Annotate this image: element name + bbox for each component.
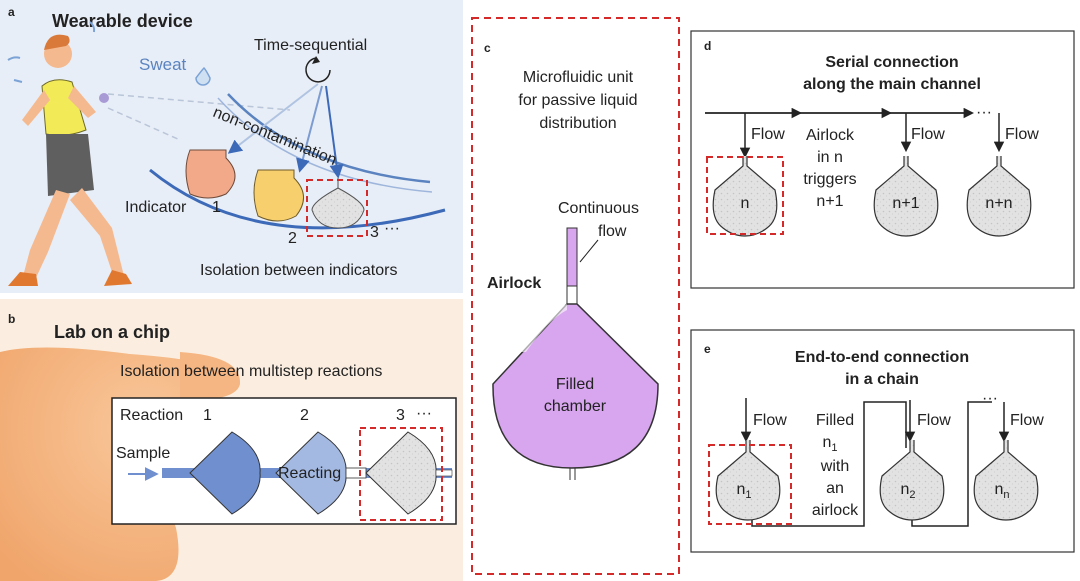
indicator-3-highlight: [306, 179, 368, 237]
time-arrow-1: [227, 83, 319, 154]
sweat-drop-icon: [195, 66, 211, 86]
panel-a: a Wearable device Sweat Tim: [0, 0, 463, 293]
flow-label-d3: Flow: [1005, 126, 1039, 143]
panel-d-frame: [690, 30, 1075, 289]
panel-e-title-line1: End-to-end connection: [795, 349, 969, 366]
chamber-d-n-plus-1: [873, 156, 939, 237]
airlock: [566, 285, 578, 305]
panel-c-title-line3: distribution: [539, 115, 616, 132]
chain-note-n: n1: [822, 434, 837, 454]
continuous-label: Continuous: [558, 200, 639, 217]
reacting-label: Reacting: [278, 465, 341, 482]
isolation-indicators-label: Isolation between indicators: [200, 262, 397, 279]
chamber-e-3-label: nn: [994, 481, 1009, 501]
chain-note-line4: an: [826, 480, 844, 497]
indicator-label: Indicator: [125, 199, 187, 216]
channel-arc-inner: [227, 93, 431, 184]
runner-illustration: [7, 21, 291, 286]
time-arrow-3: [325, 85, 344, 179]
continuous-label-line2: flow: [598, 223, 627, 240]
panel-d-letter: d: [704, 39, 711, 53]
chamber-e-1-highlight: [708, 444, 792, 525]
chamber-d-n-plus-n: [966, 156, 1032, 237]
chamber-e-1: [715, 440, 781, 521]
time-sequential-label: Time-sequential: [254, 37, 367, 54]
panel-b: b Lab on a chip Isolation between multis…: [0, 299, 463, 581]
sensor-patch: [99, 93, 109, 103]
time-arrow-2: [296, 85, 323, 173]
panel-d-title-line2: along the main channel: [803, 76, 981, 93]
chain-note-line3: with: [820, 458, 849, 475]
indicator-1: [185, 149, 236, 199]
serial-note-line4: n+1: [816, 193, 843, 210]
chain-note-line5: airlock: [812, 502, 859, 519]
panel-e-letter: e: [704, 342, 711, 356]
serial-note-line2: in n: [817, 149, 843, 166]
chain-link-2: [911, 401, 992, 527]
rotation-icon: [305, 57, 331, 83]
panel-c-letter: c: [484, 41, 491, 55]
panel-d-ellipsis: ···: [976, 104, 992, 121]
chamber-e-3: [973, 440, 1039, 521]
reaction-3-highlight: [359, 427, 443, 521]
channel-arc-outer: [149, 168, 446, 230]
panel-e-title-line2: in a chain: [845, 371, 919, 388]
panel-b-letter: b: [8, 312, 15, 326]
chain-note-line1: Filled: [816, 412, 854, 429]
reaction-number-1: 1: [203, 407, 212, 424]
panel-c-title-line2: for passive liquid: [518, 92, 637, 109]
filled-label: Filled: [556, 376, 594, 393]
flow-label-d2: Flow: [911, 126, 945, 143]
panel-d: d Serial connection along the main chann…: [690, 30, 1075, 289]
indicator-number-1: 1: [212, 199, 221, 216]
indicator-2: [253, 169, 304, 222]
flow-label-e3: Flow: [1010, 412, 1044, 429]
chamber-d-n-highlight: [706, 156, 784, 235]
reaction-chamber-1: [189, 431, 261, 515]
chamber-d-n-label: n: [741, 195, 750, 212]
panel-d-title-line1: Serial connection: [825, 54, 958, 71]
reaction-number-2: 2: [300, 407, 309, 424]
chamber-e-2-label: n2: [900, 481, 915, 501]
panel-a-title: Wearable device: [52, 11, 193, 31]
runner-shoe-left: [8, 272, 38, 286]
flow-label-e1: Flow: [753, 412, 787, 429]
filled-chamber: [492, 303, 659, 469]
chamber-e-2: [879, 440, 945, 521]
serial-note-line3: triggers: [803, 171, 856, 188]
flow-label-d1: Flow: [751, 126, 785, 143]
filled-label-line2: chamber: [544, 398, 607, 415]
runner-shoe-right: [104, 270, 132, 286]
sample-label: Sample: [116, 445, 170, 462]
panel-e: e End-to-end connection in a chain Flow …: [690, 329, 1075, 553]
sweat-label: Sweat: [139, 55, 187, 74]
chamber-d-n-plus-n-label: n+n: [985, 195, 1012, 212]
panel-b-title: Lab on a chip: [54, 322, 170, 342]
panel-c: c Microfluidic unit for passive liquid d…: [471, 17, 680, 575]
indicator-number-2: 2: [288, 230, 297, 247]
panel-e-ellipsis: ···: [982, 390, 998, 407]
chamber-d-n: [712, 156, 778, 237]
indicator-3: [311, 178, 365, 229]
airlock-label: Airlock: [487, 275, 541, 292]
reaction-number-3: 3: [396, 407, 405, 424]
panel-a-letter: a: [8, 5, 15, 19]
indicator-number-3: 3: [370, 224, 379, 241]
reaction-ellipsis: ···: [416, 405, 432, 422]
chamber-e-1-label: n1: [736, 481, 751, 501]
isolation-reactions-label: Isolation between multistep reactions: [120, 363, 382, 380]
serial-note-line1: Airlock: [806, 127, 855, 144]
chamber-d-n-plus-1-label: n+1: [892, 195, 919, 212]
reaction-label: Reaction: [120, 407, 183, 424]
runner-shorts: [46, 134, 94, 196]
panel-c-title-line1: Microfluidic unit: [523, 69, 634, 86]
flow-label-e2: Flow: [917, 412, 951, 429]
indicator-ellipsis: ···: [384, 220, 400, 237]
